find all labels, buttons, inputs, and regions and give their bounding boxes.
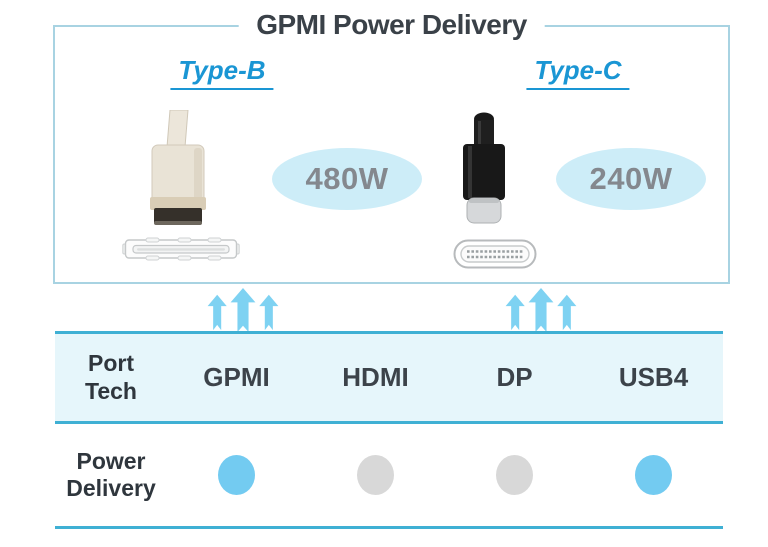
column-header-usb4: USB4 [618,362,689,392]
diagram-box: GPMI Power Delivery Type-B Type-C [53,9,730,284]
type-b-power-value: 480W [305,161,389,196]
table-header-row: Port Tech GPMI HDMI DP USB4 [55,331,723,424]
power-delivery-cell-usb4 [584,455,723,495]
power-delivery-cell-dp [445,455,584,495]
type-c-power-badge: 240W [556,148,706,210]
status-dot [357,455,394,495]
power-delivery-cell-hdmi [306,455,445,495]
type-c-power-value: 240W [589,161,673,196]
power-delivery-row: Power Delivery [55,424,723,529]
up-arrows-right-icon [505,288,577,332]
type-c-connector-icon [463,112,505,224]
type-b-connector-icon [150,110,206,225]
row-header-port-tech: Port Tech [85,350,137,404]
type-c-label: Type-C [526,55,630,90]
power-delivery-cell-gpmi [167,455,306,495]
type-b-power-badge: 480W [272,148,422,210]
status-dot [496,455,533,495]
column-header-dp: DP [496,362,533,392]
type-b-label: Type-B [170,55,274,90]
status-dot [635,455,672,495]
type-c-port-icon [453,239,537,269]
port-tech-table: Port Tech GPMI HDMI DP USB4 Power Delive… [55,331,723,529]
up-arrows-left-icon [207,288,279,332]
status-dot [218,455,255,495]
column-header-gpmi: GPMI [203,362,270,392]
type-b-port-icon [122,237,240,261]
column-header-hdmi: HDMI [342,362,409,392]
row-header-power-delivery: Power Delivery [66,447,156,501]
page-title: GPMI Power Delivery [238,9,545,42]
